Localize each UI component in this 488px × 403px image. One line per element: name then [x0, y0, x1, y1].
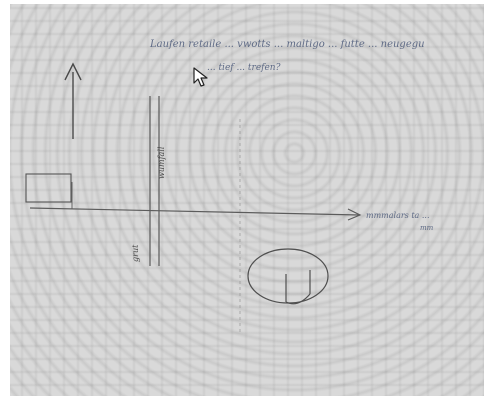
whiteboard-photo: Laufen retaile ... vwotts ... maltigo ..… [10, 4, 484, 396]
lower-vertical-note: grut [131, 244, 140, 262]
vertical-arrow-head [64, 62, 82, 81]
top-handwritten-note: Laufen retaile ... vwotts ... maltigo ..… [149, 39, 425, 50]
cylinder-top-ellipse [247, 248, 329, 304]
cylinder-bottom-curve [285, 293, 311, 305]
horizontal-axis-arrowhead [347, 208, 362, 221]
sketch-canvas: Laufen retaile ... vwotts ... maltigo ..… [25, 39, 434, 334]
column-vertical-note: wumfall [157, 146, 166, 179]
left-box-shape [25, 173, 72, 203]
cursor-handwritten-note: ... tief ... trefen? [207, 63, 281, 73]
right-handwritten-note-2: mm [420, 224, 434, 232]
mouse-pointer-icon [193, 67, 208, 87]
horizontal-axis-line [29, 207, 361, 216]
right-handwritten-note: mmmalars ta ... [366, 211, 429, 220]
